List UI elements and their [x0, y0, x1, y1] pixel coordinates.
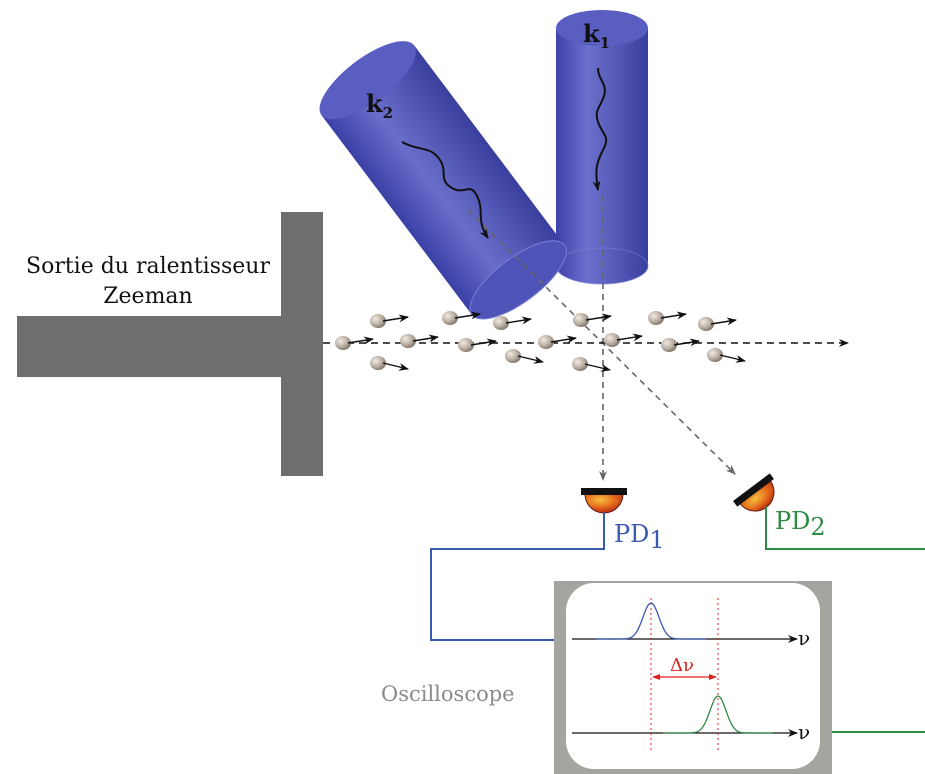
- k2-label: k2: [366, 89, 393, 122]
- atoms: [335, 311, 746, 372]
- atom-velocity-arrow: [550, 335, 577, 344]
- source-label: Sortie du ralentisseur Zeeman: [0, 252, 296, 312]
- photon-k2-arrow: [401, 141, 489, 239]
- atom: [572, 357, 588, 371]
- shift-label: Δν: [670, 655, 694, 676]
- atom-velocity-arrow: [660, 311, 687, 320]
- atom-velocity-arrow: [347, 336, 374, 345]
- atom-velocity-arrow: [585, 313, 612, 322]
- atom: [335, 336, 351, 350]
- atom-velocity-arrow: [719, 354, 746, 363]
- atom: [648, 311, 664, 325]
- nu-top-label: ν: [798, 626, 810, 650]
- atom: [604, 333, 620, 347]
- atom-velocity-arrow: [382, 362, 409, 371]
- oscilloscope-label: Oscilloscope: [381, 682, 515, 706]
- peak-pd2: [663, 695, 773, 734]
- beam-path-k2: [467, 209, 736, 475]
- atom: [698, 317, 714, 331]
- pd2-label: PD2: [775, 507, 826, 541]
- atom-velocity-arrow: [616, 333, 643, 342]
- atom: [458, 338, 474, 352]
- atom: [505, 349, 521, 363]
- atom: [707, 348, 723, 362]
- atom-velocity-arrow: [710, 317, 737, 326]
- atom: [573, 313, 589, 327]
- atom-velocity-arrow: [470, 338, 497, 347]
- photodiode-pd2: [733, 473, 775, 512]
- atom: [661, 338, 677, 352]
- pd1-wire: [430, 512, 605, 641]
- zeeman-slower: [17, 212, 323, 476]
- atom-velocity-arrow: [382, 314, 409, 323]
- photodiode-pd1: [581, 488, 627, 514]
- atom-velocity-arrow: [505, 316, 532, 325]
- atom: [370, 356, 386, 370]
- k1-label: k1: [583, 19, 610, 52]
- atom-velocity-arrow: [517, 355, 544, 364]
- laser-beam-k2: [319, 41, 567, 320]
- pd1-label: PD1: [614, 520, 665, 554]
- atom-velocity-arrow: [584, 363, 611, 372]
- atom-velocity-arrow: [673, 338, 700, 347]
- pd2-wire: [765, 506, 925, 550]
- atom-velocity-arrow: [412, 334, 439, 343]
- source-label-line1: Sortie du ralentisseur: [26, 254, 270, 279]
- atom-velocity-arrow: [454, 311, 481, 320]
- laser-beam-k1: [555, 10, 649, 285]
- source-label-line2: Zeeman: [103, 284, 193, 309]
- atom: [400, 334, 416, 348]
- atom: [538, 335, 554, 349]
- atom: [493, 316, 509, 330]
- nu-bottom-label: ν: [798, 720, 810, 744]
- atom: [370, 314, 386, 328]
- photon-k1-arrow: [592, 67, 608, 191]
- atom: [442, 311, 458, 325]
